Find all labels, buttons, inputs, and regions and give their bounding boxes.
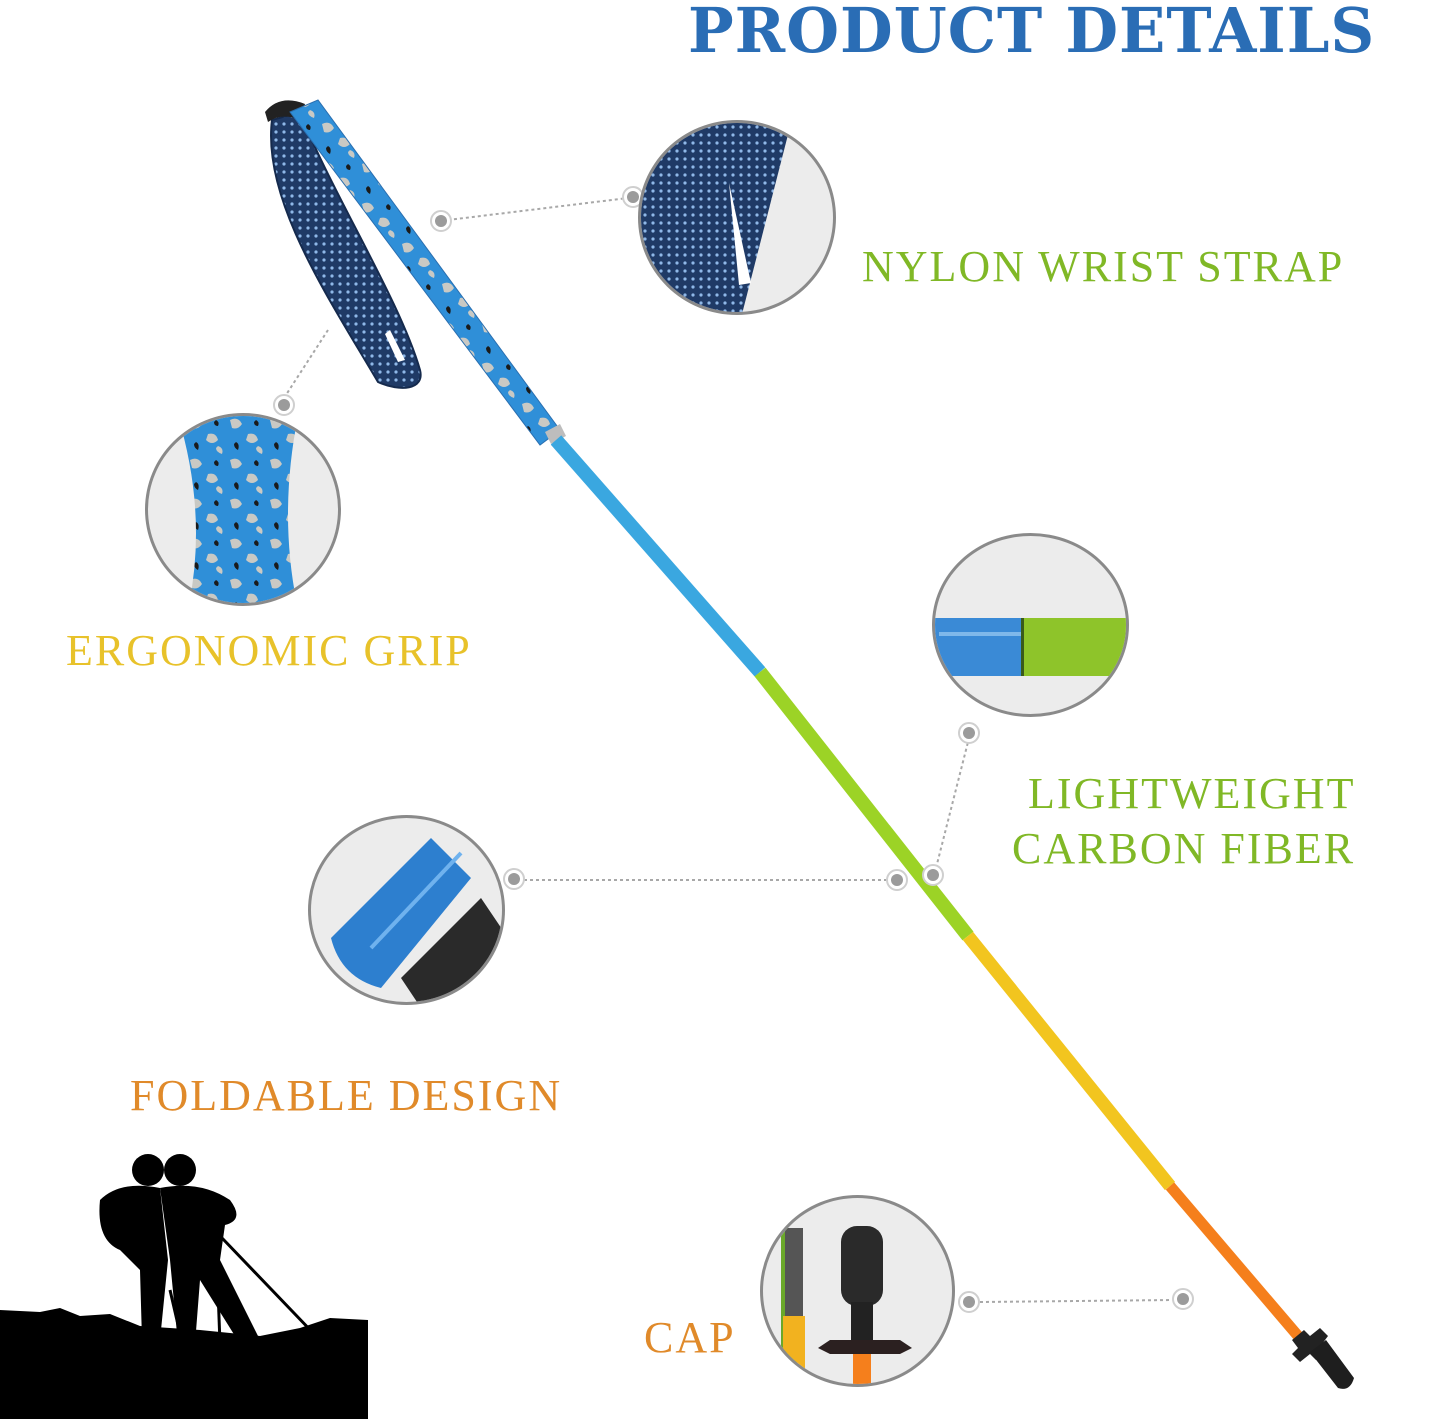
callout-dot [1172,1288,1194,1310]
pole-segment-green [754,667,974,941]
fold-detail-image [308,815,505,1005]
feature-label-carbon-line2: CARBON FIBER [1012,824,1356,873]
feature-label-carbon-line1: LIGHTWEIGHT [1028,769,1356,818]
hikers-silhouette [0,1154,368,1419]
page-title: PRODUCT DETAILS [688,0,1376,67]
feature-label-cap: CAP [644,1313,736,1362]
callout-dot [430,210,452,232]
strap-detail-image [638,120,836,315]
pole-segment-blue [550,435,766,677]
tip-cap [1292,1328,1354,1389]
callout-dot [503,868,525,890]
grip-detail-image [145,413,341,606]
carbon-detail-image [932,533,1129,717]
feature-label-foldable: FOLDABLE DESIGN [130,1071,563,1120]
feature-label-wrist-strap: NYLON WRIST STRAP [862,242,1345,291]
callout-dot [273,394,295,416]
wrist-strap [270,110,422,389]
feature-label-grip: ERGONOMIC GRIP [66,626,472,675]
callout-dot [958,1291,980,1313]
cap-detail-image [760,1195,955,1387]
pole-segment-orange [1165,1182,1315,1354]
pole-segment-yellow [962,931,1176,1191]
callout-dot [922,864,944,886]
callout-dot [958,722,980,744]
callout-dot [886,869,908,891]
